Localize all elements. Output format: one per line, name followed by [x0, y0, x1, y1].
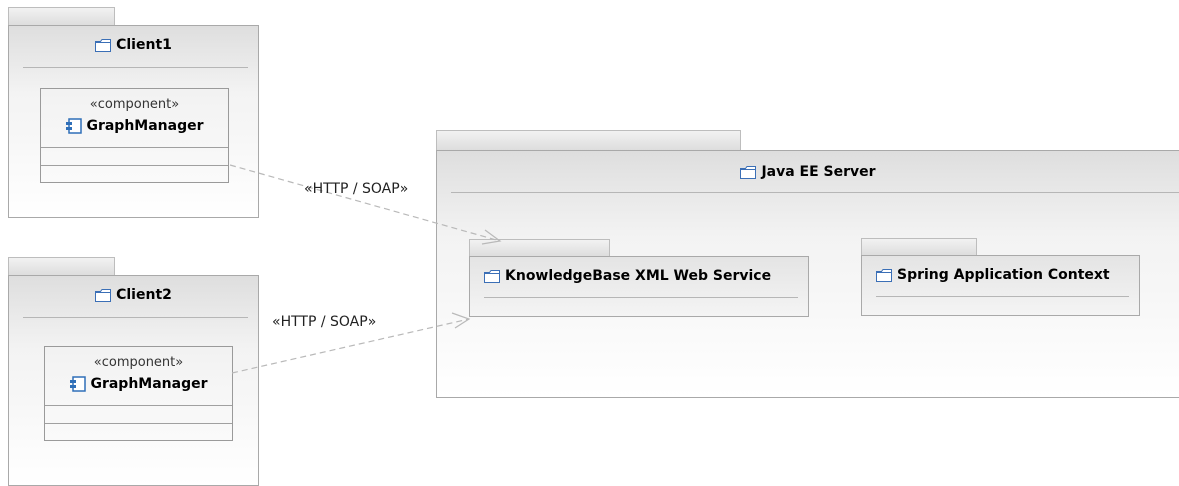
- folder-icon: [876, 268, 892, 282]
- spring-package-title-row: Spring Application Context: [862, 264, 1139, 286]
- component-name-row: GraphManager: [45, 373, 232, 395]
- component-icon: [66, 118, 83, 134]
- component-stereotype: «component»: [89, 97, 180, 112]
- spring-package-tab[interactable]: [861, 238, 977, 256]
- client1-package[interactable]: Client1 «component» GraphManager: [8, 25, 259, 218]
- client2-package-title-row: Client2: [9, 284, 258, 306]
- spring-package-title: Spring Application Context: [897, 267, 1110, 283]
- folder-icon: [95, 38, 112, 52]
- client2-graphmanager-component[interactable]: «component» GraphManager: [44, 346, 233, 441]
- client2-package-tab[interactable]: [8, 257, 115, 276]
- component-compartment-divider: [41, 165, 228, 166]
- client2-package-divider: [23, 317, 248, 318]
- spring-package-divider: [876, 296, 1129, 297]
- kb-package-title-row: KnowledgeBase XML Web Service: [470, 265, 808, 287]
- kb-package[interactable]: KnowledgeBase XML Web Service: [469, 256, 809, 317]
- client1-package-divider: [23, 67, 248, 68]
- client1-package-title-row: Client1: [9, 34, 258, 56]
- kb-package-divider: [484, 297, 798, 298]
- javaee-package-tab[interactable]: [436, 130, 741, 151]
- component-icon: [70, 376, 87, 392]
- javaee-package-title: Java EE Server: [761, 164, 876, 180]
- kb-package-tab[interactable]: [469, 239, 610, 257]
- connector-label: «HTTP / SOAP»: [272, 314, 377, 330]
- component-compartment-divider: [41, 147, 228, 148]
- connector-label: «HTTP / SOAP»: [304, 181, 409, 197]
- kb-package-title: KnowledgeBase XML Web Service: [505, 268, 772, 284]
- component-compartment-divider: [45, 423, 232, 424]
- client1-package-tab[interactable]: [8, 7, 115, 26]
- client2-package-title: Client2: [116, 287, 172, 303]
- spring-package[interactable]: Spring Application Context: [861, 255, 1140, 316]
- javaee-package-divider: [451, 192, 1179, 193]
- client1-graphmanager-component[interactable]: «component» GraphManager: [40, 88, 229, 183]
- connector-client1-to-kb[interactable]: [229, 164, 502, 245]
- folder-icon: [95, 288, 112, 302]
- connector-client2-to-kb[interactable]: [231, 312, 471, 374]
- component-stereotype: «component»: [93, 355, 184, 370]
- client2-package[interactable]: Client2 «component» GraphManager: [8, 275, 259, 486]
- javaee-package-title-row: Java EE Server: [437, 161, 1179, 183]
- component-name-row: GraphManager: [41, 115, 228, 137]
- folder-icon: [740, 165, 757, 179]
- component-compartment-divider: [45, 405, 232, 406]
- component-name: GraphManager: [90, 376, 208, 392]
- component-name: GraphManager: [86, 118, 204, 134]
- folder-icon: [484, 269, 500, 283]
- client1-package-title: Client1: [116, 37, 172, 53]
